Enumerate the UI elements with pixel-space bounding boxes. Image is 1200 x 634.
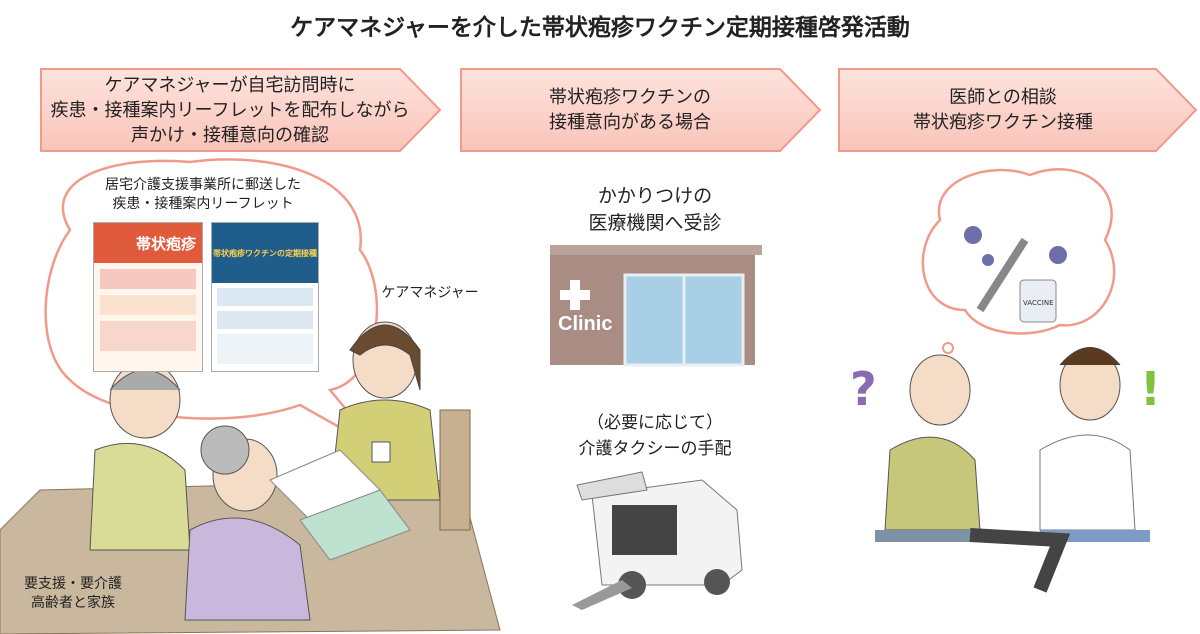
page-title: ケアマネジャーを介した帯状疱疹ワクチン定期接種啓発活動 bbox=[290, 15, 910, 41]
taxi-caption: （必要に応じて） 介護タクシーの手配 bbox=[578, 413, 732, 459]
care-manager-label: ケアマネジャー bbox=[381, 285, 479, 301]
doctor-consultation-illustration: VACCINE ? ! bbox=[850, 168, 1161, 593]
step-3-text: 医師との相談 帯状疱疹ワクチン接種 bbox=[913, 87, 1093, 133]
vaccine-label: VACCINE bbox=[1023, 299, 1054, 307]
leaflet-disease: 帯状疱疹 bbox=[93, 222, 203, 372]
family-label: 要支援・要介護 高齢者と家族 bbox=[24, 576, 122, 611]
leaflet-vaccine: 帯状疱疹ワクチンの定期接種 bbox=[211, 222, 319, 372]
clinic-caption: かかりつけの 医療機関へ受診 bbox=[588, 185, 722, 234]
step-2-banner: 帯状疱疹ワクチンの 接種意向がある場合 bbox=[460, 68, 822, 152]
clinic-building: Clinic bbox=[550, 245, 762, 367]
step-3-banner: 医師との相談 帯状疱疹ワクチン接種 bbox=[838, 68, 1198, 152]
leaflet-left-title: 帯状疱疹 bbox=[94, 223, 202, 263]
question-mark-icon: ? bbox=[850, 362, 877, 416]
bubble-caption: 居宅介護支援事業所に郵送した 疾患・接種案内リーフレット bbox=[105, 177, 301, 212]
step-1-text: ケアマネジャーが自宅訪問時に 疾患・接種案内リーフレットを配布しながら 声かけ・… bbox=[50, 74, 410, 146]
step-1-banner: ケアマネジャーが自宅訪問時に 疾患・接種案内リーフレットを配布しながら 声かけ・… bbox=[40, 68, 442, 152]
step-2-text: 帯状疱疹ワクチンの 接種意向がある場合 bbox=[549, 87, 711, 133]
clinic-sign: Clinic bbox=[558, 313, 612, 335]
exclamation-mark-icon: ! bbox=[1140, 362, 1161, 416]
leaflet-right-title: 帯状疱疹ワクチンの定期接種 bbox=[212, 223, 318, 283]
care-taxi-van bbox=[572, 471, 743, 610]
